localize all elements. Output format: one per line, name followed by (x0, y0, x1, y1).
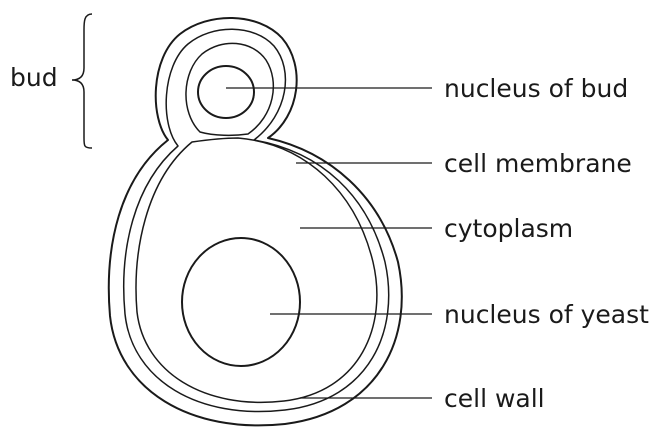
label-cell-wall: cell wall (444, 384, 545, 413)
bud-bracket (72, 14, 92, 148)
bud-nucleus-shape (198, 66, 254, 118)
cell-wall-inner-outline (124, 29, 389, 411)
label-cell-membrane: cell membrane (444, 149, 632, 178)
label-nucleus-of-bud: nucleus of bud (444, 74, 628, 103)
label-nucleus-of-yeast: nucleus of yeast (444, 300, 649, 329)
yeast-nucleus-shape (182, 238, 300, 366)
cell-membrane-outline (136, 138, 377, 402)
label-cytoplasm: cytoplasm (444, 214, 573, 243)
bracket-label-bud: bud (10, 63, 58, 92)
